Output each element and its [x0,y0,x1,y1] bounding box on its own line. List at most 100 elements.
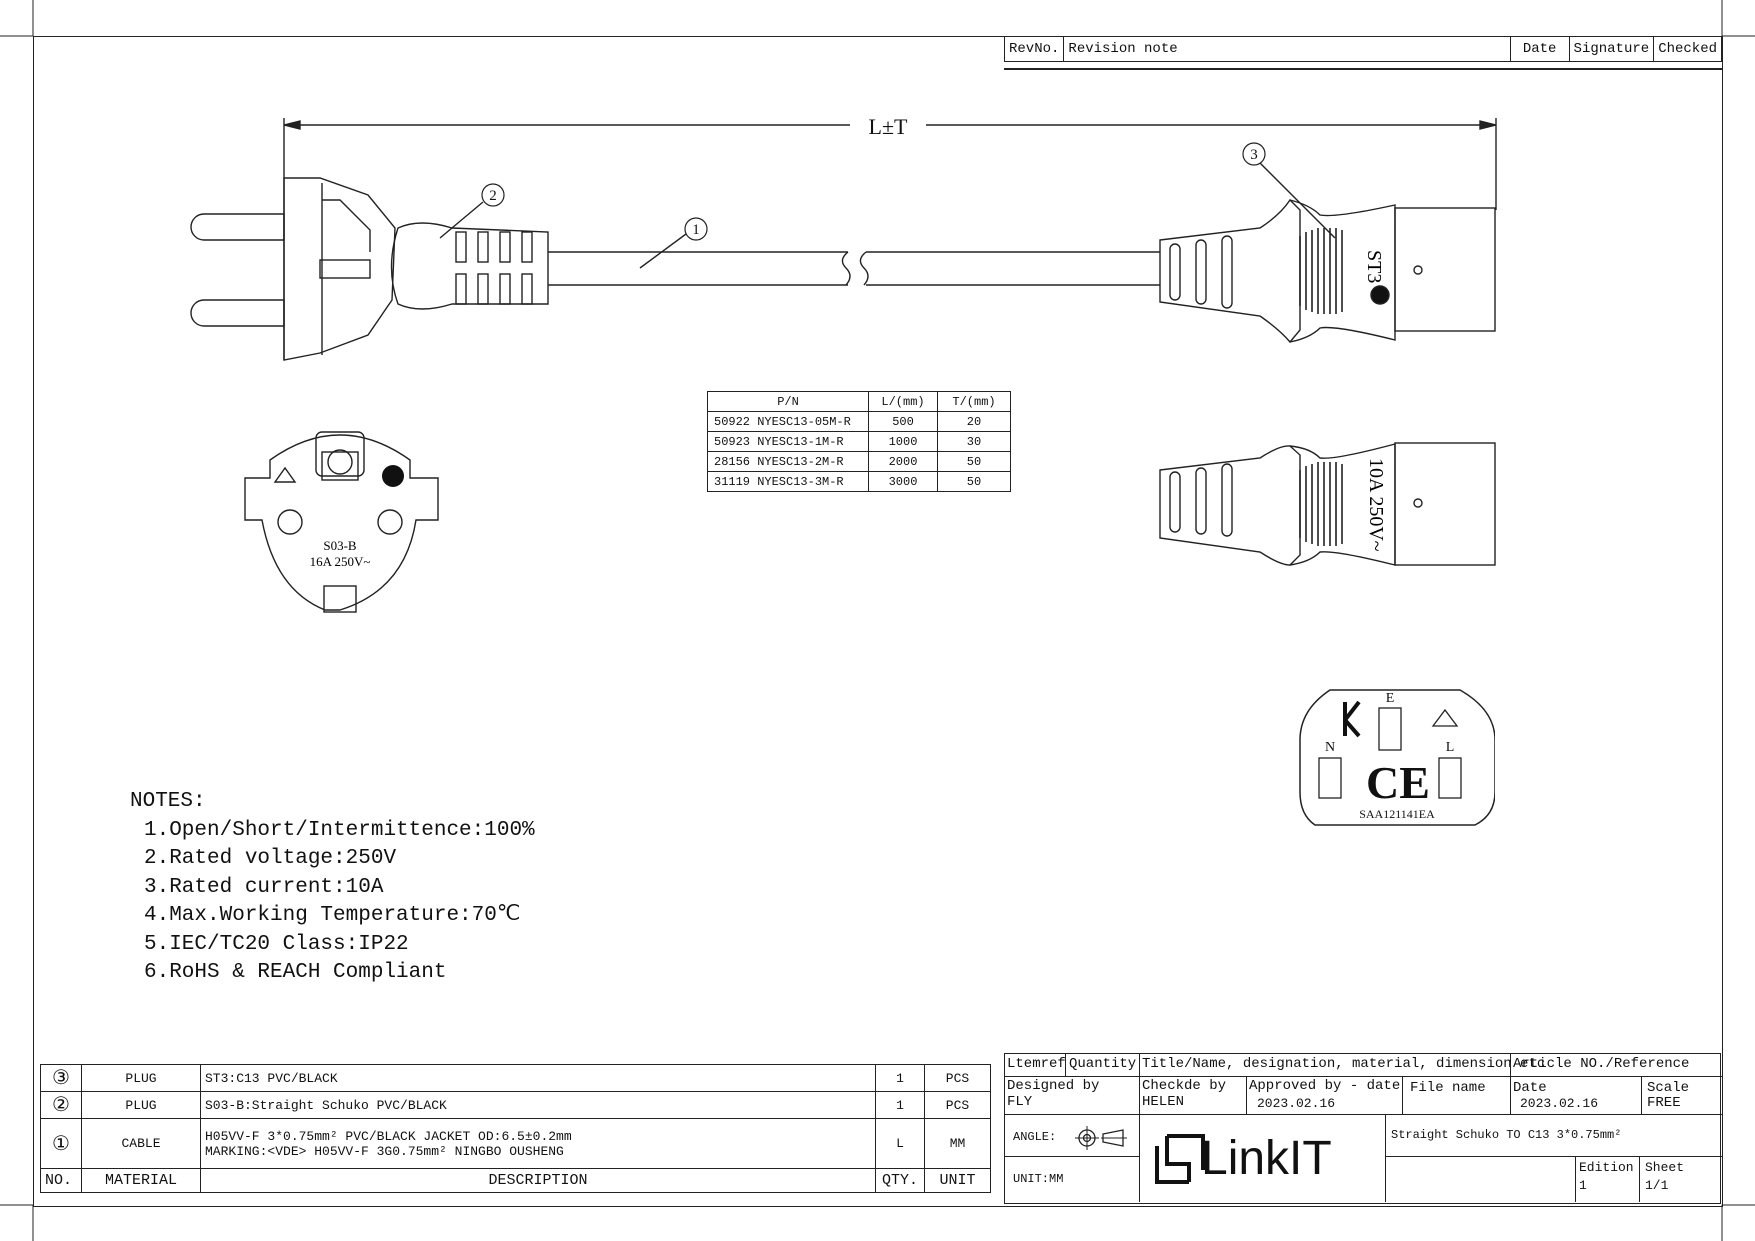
bom-no: ① [40,1118,82,1169]
date-label: Date [1513,1080,1547,1096]
bom-qty: 1 [875,1064,925,1092]
bom-description: H05VV-F 3*0.75mm² PVC/BLACK JACKET OD:6.… [200,1118,876,1169]
plug-model: S03-B [323,538,357,553]
notes-title: NOTES: [130,790,206,813]
edition-cell: Edition 1 [1575,1156,1640,1202]
length-header: L/(mm) [868,391,938,412]
bom-description: S03-B:Straight Schuko PVC/BLACK [200,1091,876,1119]
bom-unit: PCS [924,1091,991,1119]
sheet-label: Sheet [1645,1160,1685,1175]
tolerance-cell: 50 [937,471,1011,492]
table-row: 31119 NYESC13-3M-R 3000 50 [707,471,1011,492]
approved-label: Approved by - date [1249,1078,1401,1094]
bom-description: ST3:C13 PVC/BLACK [200,1064,876,1092]
bom-unit: PCS [924,1064,991,1092]
c13-alt-grip-lines [1299,462,1343,546]
length-cell: 3000 [868,471,938,492]
unit-label: UNIT:MM [1013,1172,1064,1186]
bom-qty: L [875,1118,925,1169]
rev-no-header: RevNo. [1003,36,1065,62]
revision-table: RevNo. Revision note Date Signature Chec… [1003,36,1722,62]
tolerance-header: T/(mm) [937,391,1011,412]
drawing-frame [33,36,1723,1207]
bom-unit: MM [924,1118,991,1169]
c13-live: L [1446,740,1455,755]
ce-mark: CE [1366,757,1430,808]
part-number-table: P/N L/(mm) T/(mm) 50922 NYESC13-05M-R 50… [707,391,1011,492]
pn-header: P/N [707,391,869,412]
table-row: 50923 NYESC13-1M-R 1000 30 [707,431,1011,452]
designed-by: FLY [1007,1094,1033,1110]
pn-cell: 28156 NYESC13-2M-R [707,451,869,472]
c13-connector-alt [1159,442,1496,566]
angle-label: ANGLE: [1013,1130,1057,1144]
article-header: Article NO./Reference [1513,1056,1690,1072]
qty-header: QTY. [875,1168,925,1193]
edition-label: Edition [1579,1160,1634,1175]
logo-text: LinkIT [1201,1132,1332,1185]
pn-cell: 50922 NYESC13-05M-R [707,411,869,432]
note-item: 6.RoHS & REACH Compliant [144,961,447,984]
table-row: ① CABLE H05VV-F 3*0.75mm² PVC/BLACK JACK… [40,1118,991,1169]
note-item: 4.Max.Working Temperature:70℃ [144,904,521,927]
linkit-logo-icon [1155,1134,1205,1184]
tolerance-cell: 20 [937,411,1011,432]
bom-no: ② [40,1091,82,1119]
connector-rating: 10A 250V~ [1365,458,1387,552]
scale-value: FREE [1647,1095,1681,1111]
table-row: ③ PLUG ST3:C13 PVC/BLACK 1 PCS [40,1064,991,1092]
tolerance-cell: 30 [937,431,1011,452]
c13-earth: E [1386,691,1395,706]
c13-neutral: N [1325,740,1335,755]
bom-material: PLUG [81,1091,201,1119]
table-row: ② PLUG S03-B:Straight Schuko PVC/BLACK 1… [40,1091,991,1119]
balloon-3: 3 [1250,147,1258,163]
connector-marking: ST3 [1363,250,1385,283]
cable-spec: H05VV-F 3*0.75mm² PVC/BLACK JACKET OD:6.… [205,1128,572,1144]
table-row: 28156 NYESC13-2M-R 2000 50 [707,451,1011,472]
cable-marking: MARKING:<VDE> H05VV-F 3G0.75mm² NINGBO O… [205,1143,564,1159]
signature-header: Signature [1568,36,1655,62]
bom-qty: 1 [875,1091,925,1119]
pn-cell: 50923 NYESC13-1M-R [707,431,869,452]
title-header-row: Ltemref Quantity Title/Name, designation… [1005,1054,1722,1077]
scale-label: Scale [1647,1080,1690,1096]
schuko-plug-side [190,177,549,361]
c13-connector-side [1159,198,1496,344]
checked-by: HELEN [1142,1094,1185,1110]
c13-cert: SAA121141EA [1359,807,1435,821]
bom-table: ③ PLUG ST3:C13 PVC/BLACK 1 PCS ② PLUG S0… [40,1064,991,1193]
angle-unit-cell: ANGLE: UNIT:MM [1005,1114,1140,1202]
ltemref-label: Ltemref [1007,1056,1066,1072]
checked-header: Checked [1653,36,1722,62]
material-header: MATERIAL [81,1168,201,1193]
sheet-cell: Sheet 1/1 [1641,1156,1721,1202]
bom-no: ③ [40,1064,82,1092]
sheet-value: 1/1 [1645,1178,1669,1193]
drawing-title-cell: Straight Schuko TO C13 3*0.75mm² [1385,1114,1722,1157]
approved-date: 2023.02.16 [1257,1096,1336,1111]
description-header: DESCRIPTION [200,1168,876,1193]
file-name-label: File name [1410,1080,1486,1096]
checked-by-label: Checkde by [1142,1078,1227,1094]
schuko-plug-face: S03-B 16A 250V~ [244,431,439,613]
pn-cell: 31119 NYESC13-3M-R [707,471,869,492]
logo-cell: LinkIT [1139,1114,1386,1202]
note-item: 1.Open/Short/Intermittence:100% [144,818,535,842]
no-header: NO. [40,1168,82,1193]
title-block: Ltemref Quantity Title/Name, designation… [1004,1053,1722,1204]
projection-icon [1075,1126,1127,1150]
table-row: 50922 NYESC13-05M-R 500 20 [707,411,1011,432]
drawing-title: Straight Schuko TO C13 3*0.75mm² [1391,1128,1622,1142]
quantity-label: Quantity [1069,1056,1137,1072]
designed-by-label: Designed by [1007,1078,1100,1094]
tolerance-cell: 50 [937,451,1011,472]
length-cell: 1000 [868,431,938,452]
balloon-1: 1 [692,222,700,238]
length-cell: 500 [868,411,938,432]
unit-header: UNIT [924,1168,991,1193]
revision-note-header: Revision note [1063,36,1511,62]
note-item: 2.Rated voltage:250V [144,847,397,870]
